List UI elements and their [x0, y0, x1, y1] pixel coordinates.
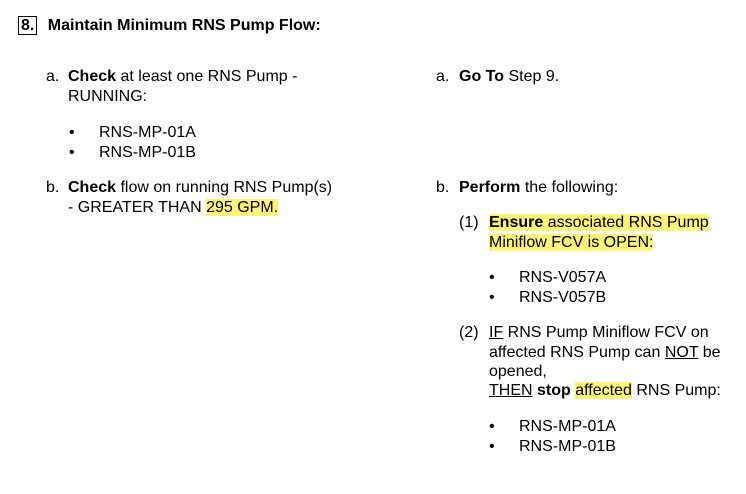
left-a-bullet-item: RNS-MP-01B [69, 143, 196, 162]
left-b-line2-prefix: - GREATER THAN [68, 199, 202, 216]
sub1-line2: Miniflow FCV is OPEN: [489, 233, 654, 252]
left-a-letter: a. [46, 68, 60, 85]
sub2-stop: stop [537, 382, 571, 399]
step-title: Maintain Minimum RNS Pump Flow: [47, 17, 321, 34]
right-a-letter: a. [436, 68, 450, 85]
sub2-line4-post: RNS Pump: [636, 382, 721, 399]
sub1-line2-text: Miniflow FCV is OPEN: [489, 234, 654, 251]
sub2-line2-post: be [702, 344, 721, 361]
left-b-line2: - GREATER THAN 295 GPM. [68, 198, 279, 217]
sub2-line1: IF RNS Pump Miniflow FCV on [489, 323, 709, 342]
sub1-text: associated RNS Pump [547, 214, 709, 231]
sub2-line2-pre: affected RNS Pump can [489, 344, 661, 361]
step-heading: 8. Maintain Minimum RNS Pump Flow: [18, 16, 321, 35]
sub2-line3: opened, [489, 363, 547, 380]
left-b-verb: Check [68, 179, 117, 196]
sub2-if: IF [489, 324, 504, 341]
right-b-line: Perform the following: [459, 178, 618, 197]
sub2-then: THEN [489, 382, 533, 399]
right-b-verb: Perform [459, 179, 521, 196]
right-b-text: the following: [524, 179, 619, 196]
sub2-line2: affected RNS Pump can NOT be [489, 343, 721, 362]
right-a-verb: Go To [459, 68, 505, 85]
sub2-line1-text: RNS Pump Miniflow FCV on [507, 324, 709, 341]
sub2-number: (2) [459, 324, 479, 341]
sub1-bullet-item: RNS-V057B [489, 288, 606, 307]
sub1-verb: Ensure [489, 214, 544, 231]
right-a-line: Go To Step 9. [459, 67, 559, 86]
sub2-bullet-item: RNS-MP-01A [489, 417, 616, 436]
sub2-line4: THEN stop affected RNS Pump: [489, 381, 721, 400]
sub2-affected-highlight: affected [575, 382, 632, 399]
left-a-bullet-item: RNS-MP-01A [69, 123, 196, 142]
sub2-not: NOT [664, 344, 699, 361]
right-b-letter: b. [436, 179, 450, 196]
step-number: 8. [18, 16, 38, 35]
sub1-line1: Ensure associated RNS Pump [489, 213, 709, 232]
left-b-text: flow on running RNS Pump(s) [120, 179, 333, 196]
sub2-bullet-item: RNS-MP-01B [489, 437, 616, 456]
left-b-letter: b. [46, 179, 60, 196]
left-a-line1: Check at least one RNS Pump - [68, 67, 297, 86]
flow-value-highlight: 295 GPM. [206, 199, 279, 216]
right-a-text: Step 9. [508, 68, 560, 85]
left-a-text: at least one RNS Pump - [120, 68, 298, 85]
left-a-line2: RUNNING: [68, 88, 148, 105]
sub1-number: (1) [459, 214, 479, 231]
left-a-verb: Check [68, 68, 117, 85]
sub1-bullet-item: RNS-V057A [489, 268, 606, 287]
left-b-line1: Check flow on running RNS Pump(s) [68, 178, 332, 197]
